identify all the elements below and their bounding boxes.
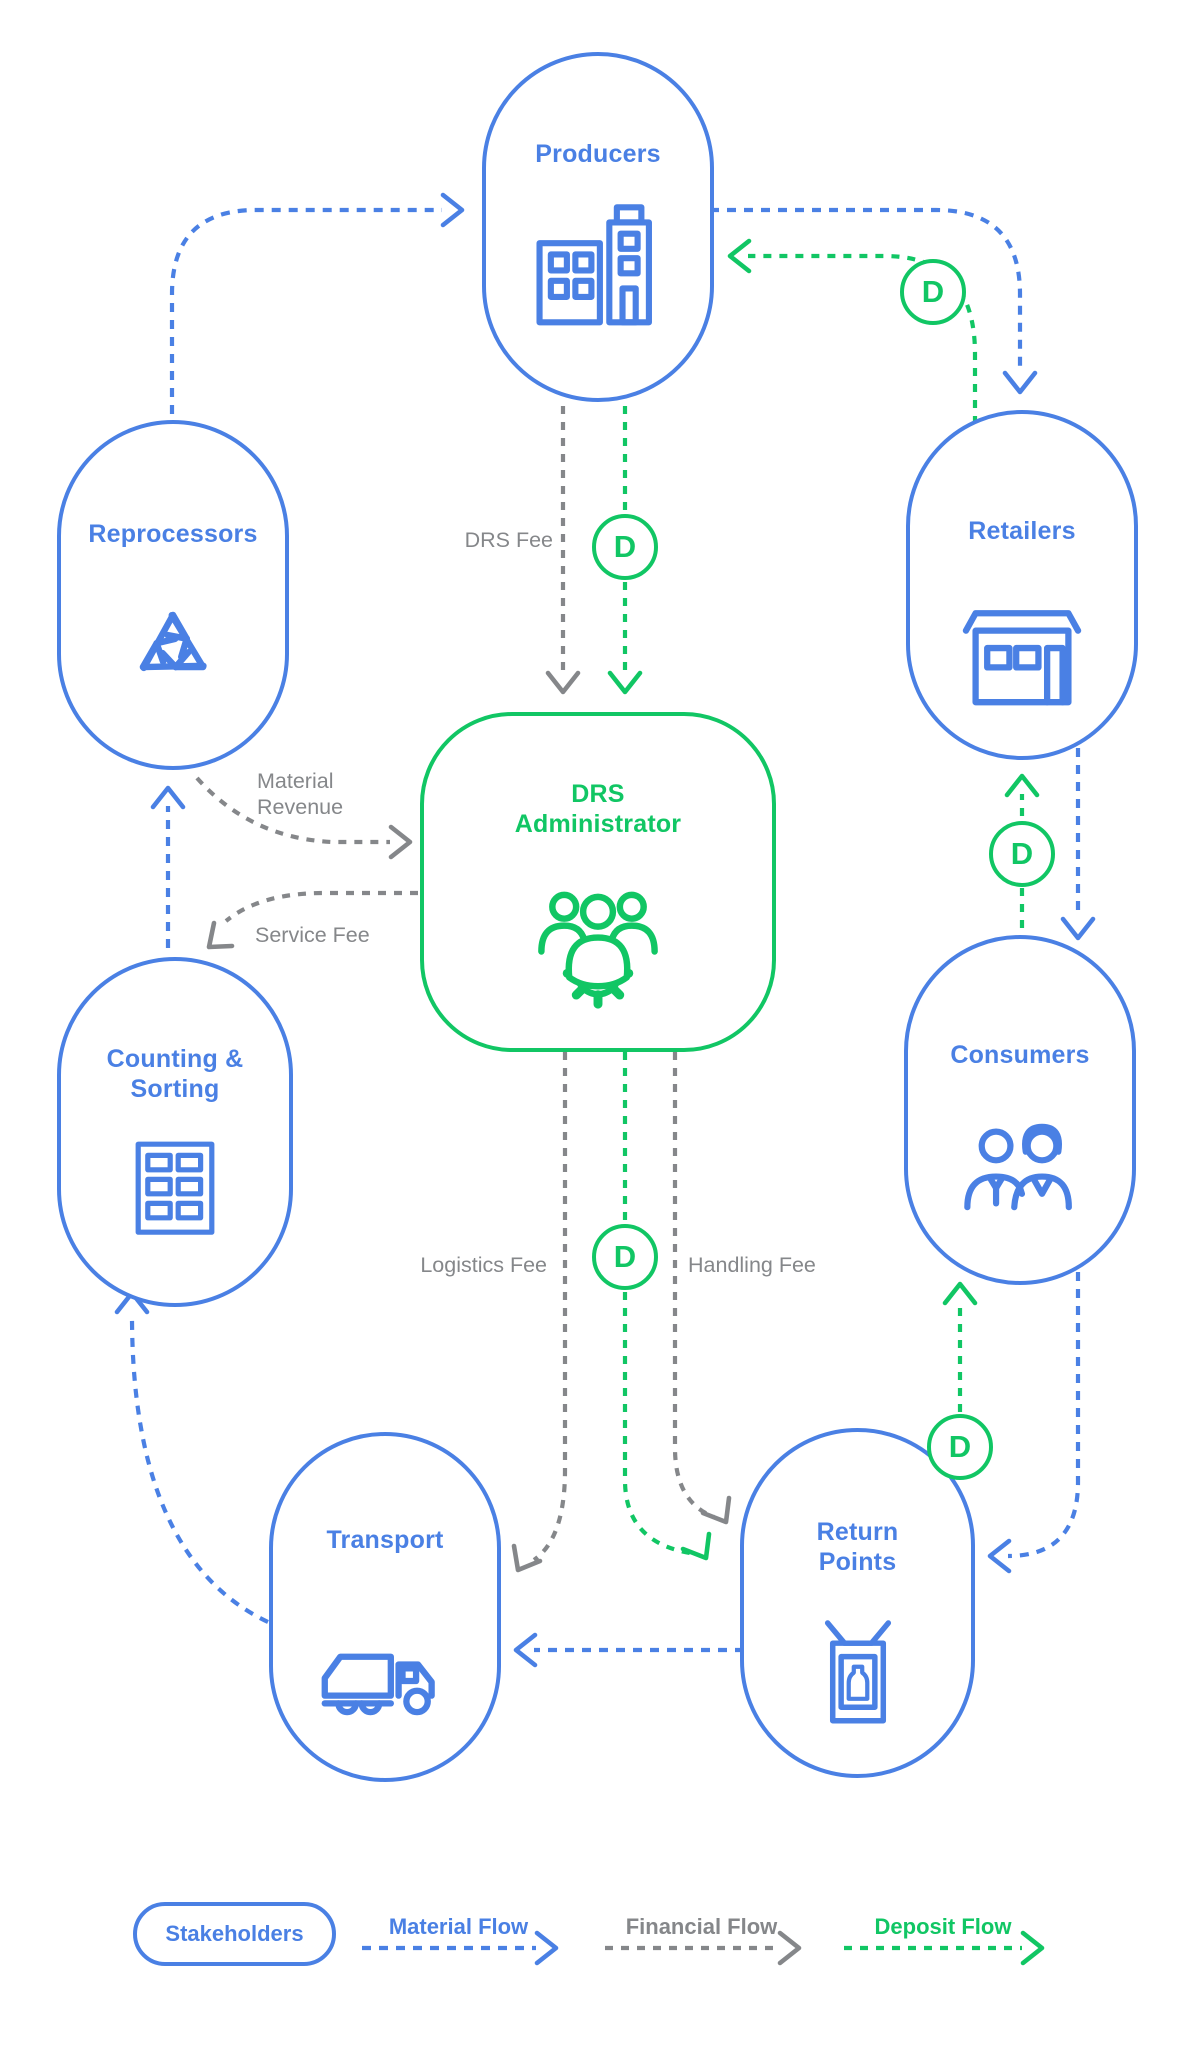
node-return-points: Return Points [740, 1428, 975, 1778]
financial-flow-material-revenue [195, 776, 390, 845]
deposit-badge: D [927, 1414, 993, 1480]
storefront-icon [954, 592, 1090, 708]
financial-flow-service-fee [224, 890, 418, 923]
material-revenue-label: Material Revenue [257, 769, 344, 820]
handling-fee-label: Handling Fee [688, 1253, 816, 1277]
material-flow-transport-to-counting [129, 1315, 269, 1624]
node-drs-administrator: DRS Administrator [420, 712, 776, 1052]
deposit-badge: D [989, 821, 1055, 887]
truck-icon [317, 1604, 453, 1726]
legend-stakeholders-pill: Stakeholders [133, 1902, 336, 1966]
node-transport: Transport [269, 1432, 501, 1782]
sorting-grid-icon [119, 1133, 231, 1245]
legend-financial-flow-label: Financial Flow [625, 1914, 778, 1939]
logistics-fee-label: Logistics Fee [420, 1253, 547, 1277]
legend-material-flow-label: Material Flow [388, 1914, 529, 1939]
deposit-badge-letter: D [948, 1429, 972, 1464]
node-return-points-label: Return Points [816, 1518, 899, 1576]
node-counting-sorting-label: Counting & Sorting [106, 1045, 244, 1103]
node-drs-administrator-label: DRS Administrator [514, 780, 682, 838]
legend-deposit-flow-label: Deposit Flow [874, 1914, 1012, 1939]
deposit-flow-drs-to-return-points [622, 1052, 691, 1556]
legend-stakeholders-label: Stakeholders [165, 1921, 304, 1946]
material-flow-reprocessors-to-producers [169, 207, 442, 414]
deposit-badge: D [900, 259, 966, 325]
node-reprocessors-label: Reprocessors [88, 520, 258, 548]
deposit-badge: D [592, 1224, 658, 1290]
node-consumers: Consumers [904, 935, 1136, 1285]
node-consumers-label: Consumers [950, 1041, 1090, 1069]
node-producers: Producers [482, 52, 714, 402]
node-retailers-label: Retailers [968, 517, 1076, 545]
node-producers-label: Producers [535, 140, 661, 168]
reverse-vending-machine-icon [799, 1612, 917, 1730]
node-counting-sorting: Counting & Sorting [57, 957, 293, 1307]
financial-flow-logistics-fee [532, 1052, 568, 1562]
node-transport-label: Transport [326, 1526, 444, 1554]
team-gear-icon [523, 874, 673, 1018]
deposit-badge: D [592, 514, 658, 580]
buildings-icon [532, 196, 664, 328]
drs-fee-label: DRS Fee [464, 528, 553, 552]
deposit-badge-letter: D [613, 529, 637, 564]
consumers-people-icon [953, 1107, 1087, 1227]
material-flow-producers-to-retailers [710, 207, 1023, 372]
recycle-icon [109, 582, 237, 710]
node-reprocessors: Reprocessors [57, 420, 289, 770]
deposit-badge-letter: D [1010, 836, 1034, 871]
material-flow-consumers-to-return-points [1007, 1272, 1081, 1559]
node-retailers: Retailers [906, 410, 1138, 760]
financial-flow-handling-fee [672, 1052, 715, 1519]
deposit-badge-letter: D [613, 1239, 637, 1274]
deposit-badge-letter: D [921, 274, 945, 309]
service-fee-label: Service Fee [255, 923, 370, 947]
